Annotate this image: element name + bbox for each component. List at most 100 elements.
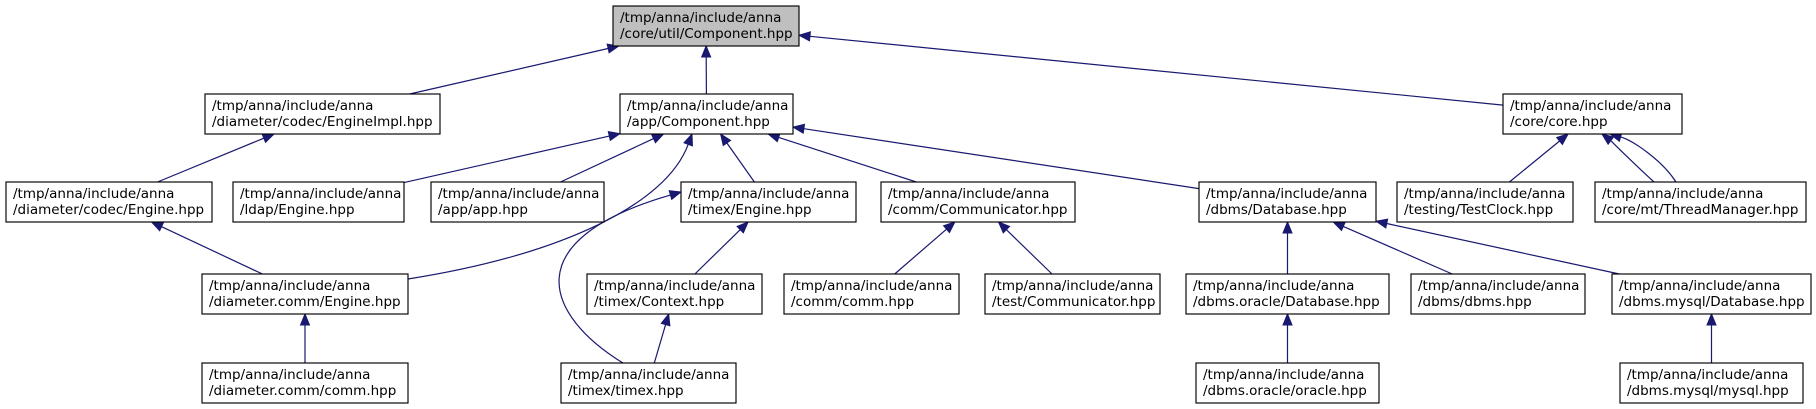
node-label-line1: /tmp/anna/include/anna [212,98,373,114]
node-dbms-mysql-mysql-hpp[interactable]: /tmp/anna/include/anna/dbms.mysql/mysql.… [1619,362,1804,404]
node-box [619,93,794,135]
edge-ldap-engine-hpp-to-app-component-hpp [403,131,622,184]
node-ldap-engine-hpp[interactable]: /tmp/anna/include/anna/ldap/Engine.hpp [232,181,405,223]
node-box [5,181,213,223]
node-diameter-comm-comm-hpp[interactable]: /tmp/anna/include/anna/diameter.comm/com… [201,362,409,404]
node-dbms-oracle-oracle-hpp[interactable]: /tmp/anna/include/anna/dbms.oracle/oracl… [1195,362,1380,404]
edge-line [407,144,689,280]
edge-app-app-hpp-to-app-component-hpp [560,133,665,183]
node-box [586,273,763,315]
node-label-line2: /test/Communicator.hpp [992,294,1155,310]
edge-line [1509,140,1560,183]
node-box [1611,273,1812,315]
node-diameter-codec-engine-hpp[interactable]: /tmp/anna/include/anna/diameter/codec/En… [5,181,213,223]
edge-dbms-mysql-database-hpp-to-dbms-database-hpp [1374,218,1620,275]
node-label-line2: /timex/timex.hpp [568,383,684,399]
edge-test-communicator-hpp-to-comm-communicator-hpp [997,221,1053,275]
edge-arrowhead [668,190,683,201]
edge-line [1620,136,1677,183]
node-box [560,362,737,404]
node-comm-comm-hpp[interactable]: /tmp/anna/include/anna/comm/comm.hpp [783,273,960,315]
node-label-line1: /tmp/anna/include/anna [1418,278,1579,294]
node-label-line2: /diameter/codec/EngineImpl.hpp [212,114,433,130]
node-label-line1: /tmp/anna/include/anna [568,367,729,383]
node-dbms-oracle-database-hpp[interactable]: /tmp/anna/include/anna/dbms.oracle/Datab… [1185,273,1390,315]
node-timex-context-hpp[interactable]: /tmp/anna/include/anna/timex/Context.hpp [586,273,763,315]
node-label-line2: /timex/Context.hpp [594,294,724,310]
edge-comm-communicator-hpp-to-app-component-hpp [766,132,917,183]
node-timex-timex-hpp[interactable]: /tmp/anna/include/anna/timex/timex.hpp [560,362,737,404]
node-core-mt-threadmanager-hpp[interactable]: /tmp/anna/include/anna/core/mt/ThreadMan… [1594,181,1807,223]
edge-diameter-codec-engine-hpp-to-diameter-codec-engineimpl-hpp [157,133,276,183]
node-label-line2: /diameter.comm/comm.hpp [209,383,396,399]
edge-arrowhead [150,221,165,232]
node-label-line2: /dbms.oracle/oracle.hpp [1203,383,1367,399]
node-core-core-hpp[interactable]: /tmp/anna/include/anna/core/core.hpp [1502,93,1683,135]
edge-arrowhead [736,221,750,234]
edge-line [1610,139,1655,183]
node-dbms-mysql-database-hpp[interactable]: /tmp/anna/include/anna/dbms.mysql/Databa… [1611,273,1812,315]
node-label-line2: /ldap/Engine.hpp [240,202,355,218]
node-comm-communicator-hpp[interactable]: /tmp/anna/include/anna/comm/Communicator… [880,181,1076,223]
node-testing-testclock-hpp[interactable]: /tmp/anna/include/anna/testing/TestClock… [1396,181,1574,223]
node-label-line1: /tmp/anna/include/anna [1193,278,1354,294]
edge-dbms-mysql-mysql-hpp-to-dbms-mysql-database-hpp [1706,312,1717,363]
edge-dbms-oracle-oracle-hpp-to-dbms-oracle-database-hpp [1282,312,1293,363]
node-label-line1: /tmp/anna/include/anna [594,278,755,294]
node-test-communicator-hpp[interactable]: /tmp/anna/include/anna/test/Communicator… [984,273,1161,315]
edge-arrowhead [660,312,671,327]
edge-testing-testclock-hpp-to-core-core-hpp [1509,133,1570,183]
edge-arrowhead [791,123,806,135]
edge-arrowhead [683,132,693,147]
node-diameter-comm-engine-hpp[interactable]: /tmp/anna/include/anna/diameter.comm/Eng… [201,273,409,315]
edge-diameter-codec-engineimpl-hpp-to-core-util-component-hpp [409,43,621,95]
node-label-line1: /tmp/anna/include/anna [1510,98,1671,114]
node-box [1198,181,1377,223]
edge-core-core-hpp-to-core-util-component-hpp [797,31,1504,106]
edge-arrowhead [942,221,956,234]
edge-arrowhead [719,132,732,147]
edge-arrowhead [1706,312,1717,326]
edge-arrowhead [700,44,712,58]
edge-line [694,229,741,275]
node-box [680,181,857,223]
node-label-line2: /core/core.hpp [1510,114,1608,130]
edge-line [653,324,667,364]
node-label-line2: /dbms.oracle/Database.hpp [1193,294,1380,310]
edge-arrowhead [607,131,622,142]
edge-line [778,136,917,183]
node-box [1410,273,1586,315]
edge-arrowhead [1282,312,1293,326]
node-label-line1: /tmp/anna/include/anna [240,186,401,202]
node-app-component-hpp[interactable]: /tmp/anna/include/anna/app/Component.hpp [619,93,794,135]
edge-line [558,194,671,364]
edge-arrowhead [797,31,811,42]
node-box [783,273,960,315]
node-box [201,273,409,315]
edge-diameter-comm-engine-hpp-to-app-component-hpp [407,132,693,280]
node-dbms-dbms-hpp[interactable]: /tmp/anna/include/anna/dbms/dbms.hpp [1410,273,1586,315]
node-box [1619,362,1804,404]
edge-arrowhead [261,133,276,144]
node-box [204,93,441,135]
edge-comm-comm-hpp-to-comm-communicator-hpp [894,221,956,275]
node-box [1195,362,1380,404]
edge-line [560,138,654,183]
node-dbms-database-hpp[interactable]: /tmp/anna/include/anna/dbms/Database.hpp [1198,181,1377,223]
node-core-util-component-hpp[interactable]: /tmp/anna/include/anna/core/util/Compone… [612,5,800,47]
edge-line [894,228,947,275]
node-timex-engine-hpp[interactable]: /tmp/anna/include/anna/timex/Engine.hpp [680,181,857,223]
node-box [430,181,605,223]
node-label-line1: /tmp/anna/include/anna [13,186,174,202]
node-label-line2: /testing/TestClock.hpp [1404,202,1553,218]
node-label-line1: /tmp/anna/include/anna [688,186,849,202]
node-diameter-codec-engineimpl-hpp[interactable]: /tmp/anna/include/anna/diameter/codec/En… [204,93,441,135]
edge-arrowhead [1374,218,1389,229]
edge-line [409,47,609,95]
edge-timex-timex-hpp-to-timex-context-hpp [653,312,671,364]
node-label-line2: /dbms.mysql/Database.hpp [1619,294,1805,310]
node-label-line1: /tmp/anna/include/anna [1619,278,1780,294]
node-app-app-hpp[interactable]: /tmp/anna/include/anna/app/app.hpp [430,181,605,223]
node-label-line2: /diameter/codec/Engine.hpp [13,202,204,218]
edge-dbms-oracle-database-hpp-to-dbms-database-hpp [1282,220,1293,274]
